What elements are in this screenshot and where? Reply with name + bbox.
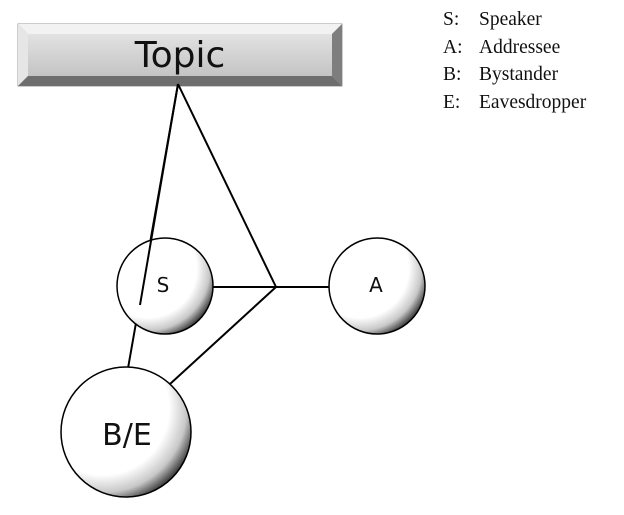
legend: S: Speaker A: Addressee B: Bystander E: …	[443, 6, 586, 116]
speaker-node: S	[116, 83, 214, 335]
connection-lines	[126, 83, 330, 385]
legend-key: E:	[443, 91, 461, 113]
legend-row-bystander: B: Bystander	[443, 61, 586, 89]
legend-text: Speaker	[479, 9, 542, 30]
bystander-eavesdropper-label: B/E	[102, 418, 152, 453]
line-topic-to-junction	[177, 83, 277, 288]
legend-text: Bystander	[479, 64, 559, 85]
topic-label: Topic	[134, 35, 226, 76]
legend-row-eavesdropper: E: Eavesdropper	[443, 89, 586, 117]
legend-key: S:	[443, 9, 460, 30]
legend-text: Eavesdropper	[479, 91, 587, 113]
bystander-eavesdropper-node: B/E	[60, 366, 192, 498]
addressee-node: A	[328, 237, 426, 335]
line-junction-to-bystander	[169, 286, 277, 385]
topic-box: Topic	[17, 23, 343, 87]
legend-key: A:	[443, 36, 463, 58]
speaker-label: S	[157, 273, 170, 297]
legend-key: B:	[443, 64, 462, 85]
legend-row-speaker: S: Speaker	[443, 6, 586, 34]
addressee-label: A	[369, 273, 383, 297]
legend-row-addressee: A: Addressee	[443, 34, 586, 62]
legend-text: Addressee	[479, 36, 561, 58]
